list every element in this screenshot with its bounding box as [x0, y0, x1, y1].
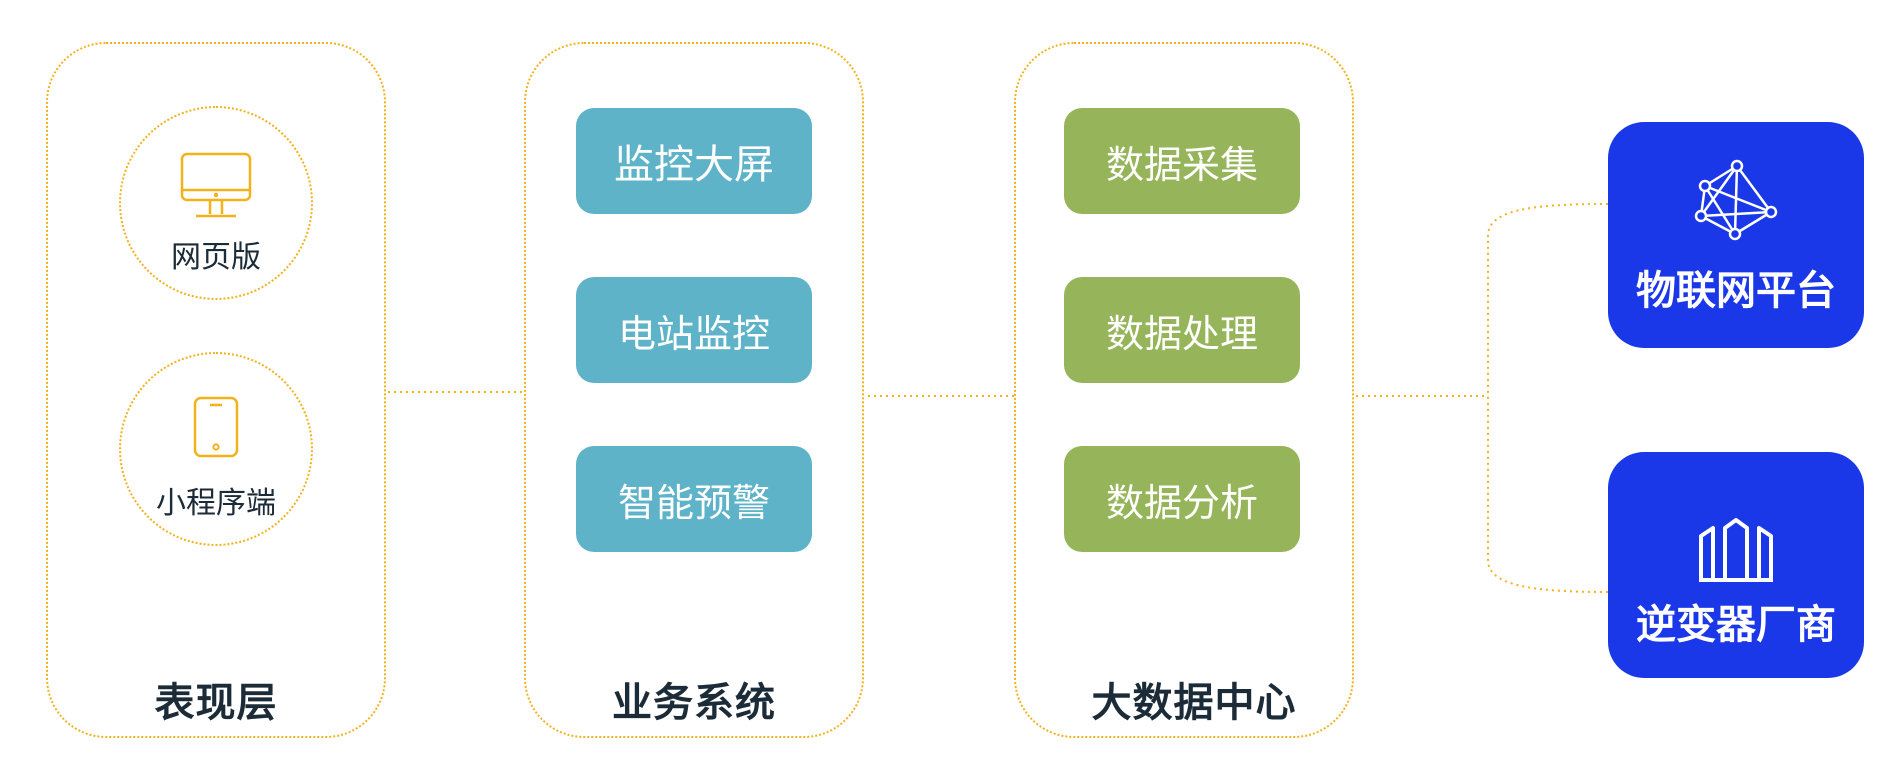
mini-program-node: 小程序端	[119, 352, 313, 546]
presentation-title: 表现层	[154, 680, 278, 726]
business-item-smart-alert: 智能预警	[576, 446, 812, 552]
network-icon	[1608, 158, 1864, 242]
inverter-vendor-label: 逆变器厂商	[1636, 602, 1836, 648]
phone-icon	[121, 396, 311, 458]
iot-platform-node: 物联网平台	[1608, 122, 1864, 348]
buildings-icon	[1608, 518, 1864, 582]
business-item-monitor-screen: 监控大屏	[576, 108, 812, 214]
bigdata-panel: 数据采集 数据处理 数据分析 大数据中心	[1014, 42, 1354, 738]
bigdata-item-collection: 数据采集	[1064, 108, 1300, 214]
business-panel: 监控大屏 电站监控 智能预警 业务系统	[524, 42, 864, 738]
mini-program-label: 小程序端	[156, 486, 276, 521]
presentation-panel: 网页版 小程序端 表现层	[46, 42, 386, 738]
bigdata-item-processing: 数据处理	[1064, 277, 1300, 383]
monitor-icon	[121, 152, 311, 220]
business-title: 业务系统	[612, 680, 776, 726]
web-version-node: 网页版	[119, 106, 313, 300]
web-version-label: 网页版	[171, 240, 261, 275]
bigdata-item-analysis: 数据分析	[1064, 446, 1300, 552]
iot-platform-label: 物联网平台	[1636, 268, 1836, 314]
bigdata-title: 大数据中心	[1091, 680, 1297, 726]
connector-branch-external	[1487, 203, 1609, 593]
inverter-vendor-node: 逆变器厂商	[1608, 452, 1864, 678]
business-item-station-monitor: 电站监控	[576, 277, 812, 383]
